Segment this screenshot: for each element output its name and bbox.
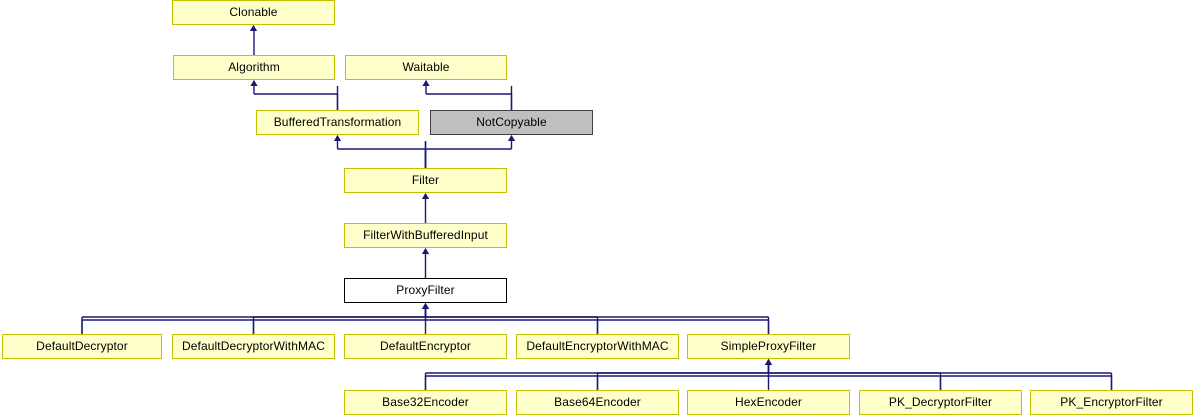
class-node-algorithm[interactable]: Algorithm [173,55,335,80]
class-node-defaultdecryptorwithmac[interactable]: DefaultDecryptorWithMAC [172,334,335,359]
class-node-notcopyable[interactable]: NotCopyable [430,110,593,135]
class-node-defaultencryptor[interactable]: DefaultEncryptor [344,334,507,359]
class-node-bufferedtransformation[interactable]: BufferedTransformation [256,110,419,135]
class-node-pk_encryptorfilter[interactable]: PK_EncryptorFilter [1030,390,1193,415]
class-node-simpleproxyfilter[interactable]: SimpleProxyFilter [687,334,850,359]
class-node-proxyfilter: ProxyFilter [344,278,507,303]
class-node-pk_decryptorfilter[interactable]: PK_DecryptorFilter [859,390,1022,415]
class-node-filterwithbufferedinput[interactable]: FilterWithBufferedInput [344,223,507,248]
class-node-defaultdecryptor[interactable]: DefaultDecryptor [2,334,162,359]
class-node-base64encoder[interactable]: Base64Encoder [516,390,679,415]
class-node-clonable[interactable]: Clonable [172,0,335,25]
class-node-filter[interactable]: Filter [344,168,507,193]
class-node-hexencoder[interactable]: HexEncoder [687,390,850,415]
class-node-waitable[interactable]: Waitable [345,55,507,80]
class-node-defaultencryptorwithmac[interactable]: DefaultEncryptorWithMAC [516,334,679,359]
class-node-base32encoder[interactable]: Base32Encoder [344,390,507,415]
